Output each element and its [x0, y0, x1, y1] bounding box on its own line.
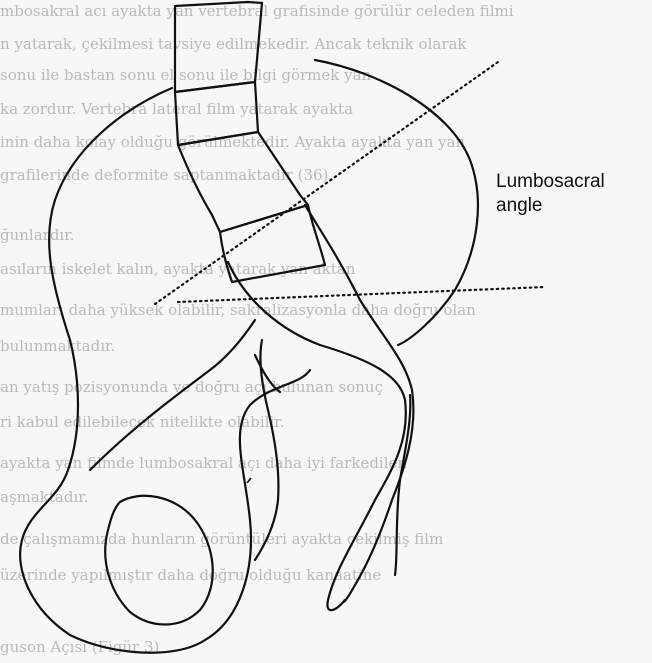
- iliac-crest-outline: [20, 88, 310, 653]
- pointer-mark: [247, 478, 251, 483]
- label-line-1: Lumbosacral: [496, 170, 605, 194]
- label-line-2: angle: [496, 194, 605, 218]
- iliac-crest-right-outline: [315, 60, 478, 345]
- vertebra-s1: [220, 205, 325, 282]
- pelvic-inner-line: [90, 320, 255, 470]
- ischial-line: [255, 355, 280, 392]
- obturator-foramen-outline: [105, 496, 212, 625]
- sacral-endplate-dotted-line: [155, 62, 498, 304]
- vertebra-l3: [175, 2, 262, 92]
- vertebra-l4: [175, 82, 258, 145]
- lumbosacral-angle-label: Lumbosacral angle: [496, 170, 605, 218]
- sacral-ala-outline: [255, 340, 278, 560]
- sacrum-left-outline: [228, 262, 406, 610]
- vertebra-l5: [178, 132, 308, 232]
- horizontal-reference-dotted-line: [178, 287, 545, 302]
